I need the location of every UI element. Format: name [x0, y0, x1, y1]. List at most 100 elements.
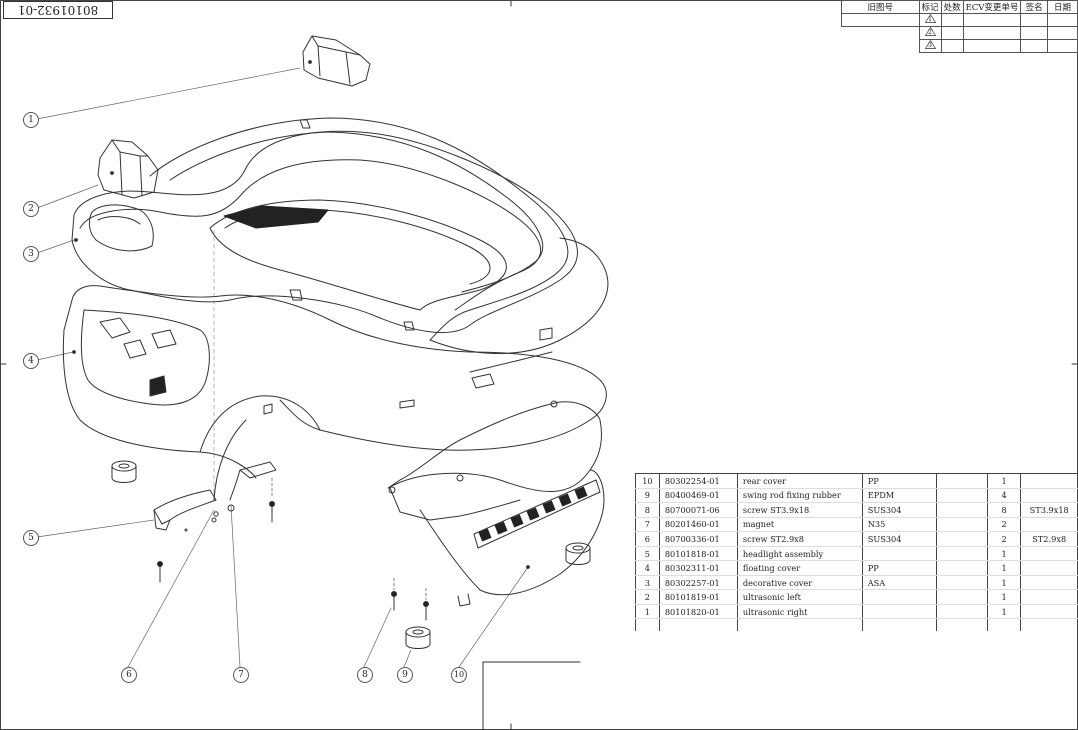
bom-blank — [935, 604, 988, 620]
bom-quantity: 1 — [986, 604, 1022, 620]
bom-material: N35 — [861, 517, 937, 533]
leader-lines — [36, 67, 529, 668]
bom-part-number: 80700336-01 — [658, 531, 738, 547]
rev-header-ecv: ECV变更单号 — [962, 0, 1022, 14]
floating-cover-part — [62, 285, 607, 501]
screws-and-magnets — [157, 477, 429, 621]
bom-quantity: 1 — [986, 473, 1022, 489]
bom-blank — [935, 560, 988, 576]
bom-item-number: 10 — [635, 473, 660, 489]
bom-part-number: 80700071-06 — [658, 502, 738, 518]
bom-part-name: ultrasonic right — [736, 604, 863, 620]
bom-part-name: screw ST3.9x18 — [736, 502, 863, 518]
bom-note — [1020, 560, 1078, 576]
rev-header-date: 日期 — [1046, 0, 1078, 14]
bom-note: ST3.9x18 — [1020, 502, 1078, 518]
bom-part-number: 80201460-01 — [658, 517, 738, 533]
rev-header-old-drawing: 旧图号 — [841, 0, 920, 14]
bom-blank — [935, 575, 988, 591]
callout-4: 4 — [23, 353, 39, 369]
callout-1: 1 — [23, 112, 39, 128]
bom-item-number: 5 — [635, 546, 660, 562]
bom-part-number: 80101818-01 — [658, 546, 738, 562]
rev-header-sign: 签名 — [1020, 0, 1048, 14]
bom-note — [1020, 546, 1078, 562]
callout-2: 2 — [23, 201, 39, 217]
bom-material — [861, 589, 937, 605]
revision-table-header: 旧图号 标记 处数 ECV变更单号 签名 日期 — [841, 0, 1078, 14]
bom-part-name: headlight assembly — [736, 546, 863, 562]
rev-header-count: 处数 — [940, 0, 964, 14]
bom-part-number: 80302311-01 — [658, 560, 738, 576]
callout-9: 9 — [397, 667, 413, 683]
bom-part-name: magnet — [736, 517, 863, 533]
callout-5: 5 — [23, 530, 39, 546]
rear-cover-part — [387, 400, 605, 607]
bom-part-number: 80302254-01 — [658, 473, 738, 489]
bom-material: PP — [861, 560, 937, 576]
bom-quantity: 1 — [986, 560, 1022, 576]
revision-triangle-icon: 2 — [924, 27, 936, 36]
bom-part-name: screw ST2.9x8 — [736, 531, 863, 547]
bom-material — [861, 546, 937, 562]
ultrasonic-right-part — [302, 35, 371, 87]
bom-blank — [935, 517, 988, 533]
drawing-number-stamp: 80101932-01 — [3, 1, 113, 19]
bom-part-number: 80101820-01 — [658, 604, 738, 620]
bom-item-number: 7 — [635, 517, 660, 533]
bom-material: SUS304 — [861, 502, 937, 518]
bom-note — [1020, 575, 1078, 591]
bom-quantity: 2 — [986, 531, 1022, 547]
bom-quantity: 1 — [986, 575, 1022, 591]
revision-triangle-icon: 3 — [924, 40, 936, 49]
bom-part-name: ultrasonic left — [736, 589, 863, 605]
bom-note — [1020, 604, 1078, 620]
bom-part-number: 80302257-01 — [658, 575, 738, 591]
bom-empty-row — [635, 618, 1078, 632]
bom-quantity: 8 — [986, 502, 1022, 518]
revision-row: 1 — [841, 13, 1078, 27]
bom-material: EPDM — [861, 488, 937, 504]
bom-blank — [935, 546, 988, 562]
rev-header-mark: 标记 — [918, 0, 942, 14]
callout-3: 3 — [23, 246, 39, 262]
ultrasonic-left-part — [97, 139, 159, 199]
callout-8: 8 — [357, 667, 373, 683]
headlight-assembly-part — [153, 461, 277, 532]
bom-blank — [935, 473, 988, 489]
bom-material: PP — [861, 473, 937, 489]
bom-item-number: 9 — [635, 488, 660, 504]
revision-table: 旧图号 标记 处数 ECV变更单号 签名 日期 1 2 3 — [841, 0, 1078, 53]
revision-row: 2 — [842, 26, 1078, 40]
bom-item-number: 1 — [635, 604, 660, 620]
bom-note: ST2.9x8 — [1020, 531, 1078, 547]
bom-part-number: 80101819-01 — [658, 589, 738, 605]
bom-quantity: 1 — [986, 589, 1022, 605]
bom-material — [861, 604, 937, 620]
bom-note — [1020, 473, 1078, 489]
bom-item-number: 6 — [635, 531, 660, 547]
callout-7: 7 — [233, 667, 249, 683]
bom-quantity: 4 — [986, 488, 1022, 504]
rear-frame-outline — [149, 117, 609, 354]
bom-part-number: 80400469-01 — [658, 488, 738, 504]
bom-blank — [935, 502, 988, 518]
revision-triangle-icon: 1 — [924, 14, 936, 23]
bom-material: SUS304 — [861, 531, 937, 547]
bom-part-name: swing rod fixing rubber — [736, 488, 863, 504]
bom-item-number: 8 — [635, 502, 660, 518]
revision-row: 3 — [842, 39, 1078, 53]
bom-part-name: floating cover — [736, 560, 863, 576]
bom-blank — [935, 589, 988, 605]
callout-10: 10 — [451, 667, 467, 683]
callout-6: 6 — [121, 667, 137, 683]
